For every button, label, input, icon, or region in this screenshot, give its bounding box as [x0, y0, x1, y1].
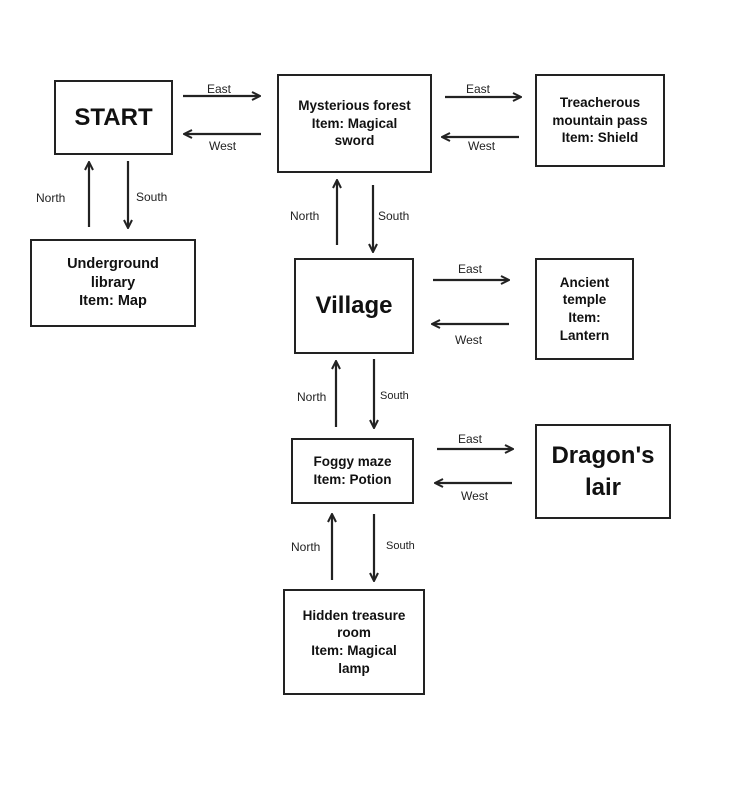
- room-start: START: [54, 80, 173, 155]
- room-library-label: Underground library Item: Map: [67, 255, 159, 310]
- label-west-temple: West: [455, 333, 483, 347]
- label-south-village: South: [380, 390, 409, 402]
- label-south-forest: South: [378, 209, 410, 223]
- label-south-start: South: [136, 190, 168, 204]
- room-temple: Ancient temple Item: Lantern: [535, 258, 634, 360]
- room-treasure-label: Hidden treasure room Item: Magical lamp: [302, 607, 406, 676]
- room-village: Village: [294, 258, 414, 354]
- label-north-library: North: [36, 191, 66, 205]
- room-village-label: Village: [315, 292, 393, 320]
- room-dragon: Dragon's lair: [535, 424, 671, 519]
- label-east-start: East: [207, 82, 232, 96]
- label-north-treasure: North: [291, 540, 321, 554]
- label-west-dragon: West: [461, 489, 489, 503]
- label-west-mountain: West: [468, 139, 496, 153]
- room-mountain-label: Treacherous mountain pass Item: Shield: [552, 95, 648, 146]
- label-west-forest: West: [209, 139, 237, 153]
- label-east-maze: East: [458, 432, 483, 446]
- room-maze-label: Foggy maze Item: Potion: [313, 454, 392, 487]
- room-library: Underground library Item: Map: [30, 239, 196, 327]
- label-north-village: North: [290, 209, 320, 223]
- room-forest: Mysterious forest Item: Magical sword: [277, 74, 432, 173]
- room-start-label: START: [74, 103, 153, 131]
- room-dragon-label: Dragon's lair: [551, 442, 655, 501]
- room-forest-label: Mysterious forest Item: Magical sword: [298, 98, 411, 149]
- label-east-forest: East: [466, 82, 491, 96]
- label-east-village: East: [458, 262, 483, 276]
- room-temple-label: Ancient temple Item: Lantern: [559, 274, 610, 343]
- room-mountain: Treacherous mountain pass Item: Shield: [535, 74, 665, 167]
- room-treasure: Hidden treasure room Item: Magical lamp: [283, 589, 425, 695]
- label-north-maze: North: [297, 390, 327, 404]
- room-maze: Foggy maze Item: Potion: [291, 438, 414, 504]
- label-south-maze: South: [386, 540, 415, 552]
